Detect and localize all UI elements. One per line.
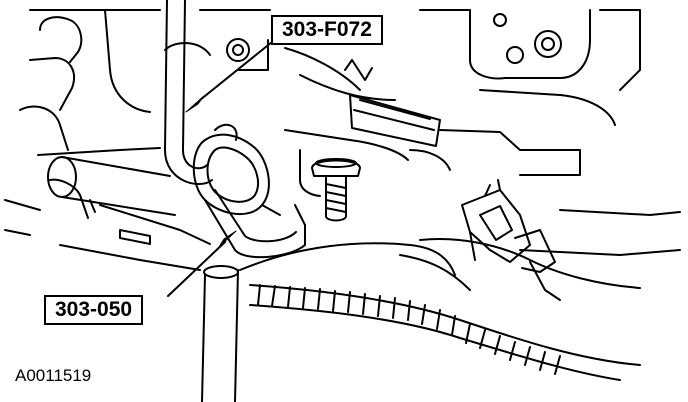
lifting-tool-303-F072	[164, 0, 213, 185]
callout-label-303-F072: 303-F072	[271, 15, 383, 45]
figure-id: A0011519	[15, 366, 92, 385]
rod	[47, 156, 176, 216]
engine-block-outline	[4, 9, 641, 271]
support-post	[201, 265, 239, 402]
wiring-harness	[239, 209, 681, 381]
electrical-connector	[461, 179, 561, 301]
lifting-eye-303-050	[192, 123, 306, 259]
callout-label-303-050: 303-050	[44, 295, 144, 325]
callout-leaders	[167, 41, 273, 297]
bolt-bosses	[226, 13, 562, 64]
bolt	[311, 158, 361, 222]
upper-connector	[344, 59, 441, 147]
